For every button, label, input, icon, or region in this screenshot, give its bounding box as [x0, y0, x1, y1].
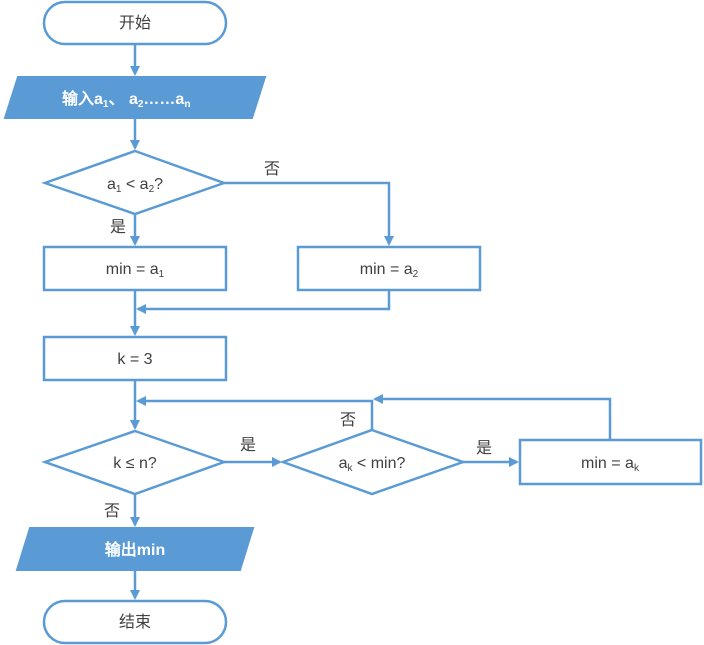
- end-node: 结束: [42, 599, 228, 645]
- input-label: 输入a1、 a2……an: [62, 89, 190, 110]
- edge-cond1-no: [224, 181, 394, 246]
- condk-no-label: 否: [104, 503, 120, 520]
- assign-min-a2: min = a2: [296, 245, 482, 292]
- condk-yes-label: 是: [240, 437, 256, 454]
- edge-condak-no: [136, 396, 374, 430]
- end-label: 结束: [119, 613, 151, 631]
- assign2-label: min = a2: [360, 261, 419, 280]
- start-label: 开始: [119, 14, 151, 32]
- assign1-label: min = a1: [106, 261, 165, 280]
- init-k-label: k = 3: [117, 351, 152, 368]
- output-node: 输出min: [15, 527, 255, 571]
- edge-assign2-merge: [136, 290, 391, 314]
- input-node: 输入a1、 a2……an: [3, 76, 267, 119]
- cond1-no-label: 否: [264, 161, 280, 178]
- condak-yes-label: 是: [476, 440, 492, 457]
- start-node: 开始: [42, 0, 228, 46]
- init-k: k = 3: [42, 335, 228, 382]
- cond1-yes-label: 是: [110, 219, 126, 236]
- edge-assignk-loop: [373, 394, 612, 440]
- assign-min-a1: min = a1: [42, 245, 228, 292]
- output-label: 输出min: [105, 540, 165, 559]
- assign-min-ak: min = ak: [518, 438, 703, 486]
- decision-ak-lt-min: ak < min?: [279, 428, 467, 496]
- connectors: [130, 44, 612, 600]
- decision-k-le-n: k ≤ n?: [41, 429, 228, 496]
- cond1-label: a1 < a2?: [107, 176, 163, 195]
- decision-a1-lt-a2: a1 < a2?: [41, 149, 228, 216]
- assignk-label: min = ak: [581, 455, 640, 474]
- condk-label: k ≤ n?: [113, 455, 157, 472]
- condak-label: ak < min?: [339, 455, 406, 474]
- condak-no-label: 否: [340, 412, 356, 429]
